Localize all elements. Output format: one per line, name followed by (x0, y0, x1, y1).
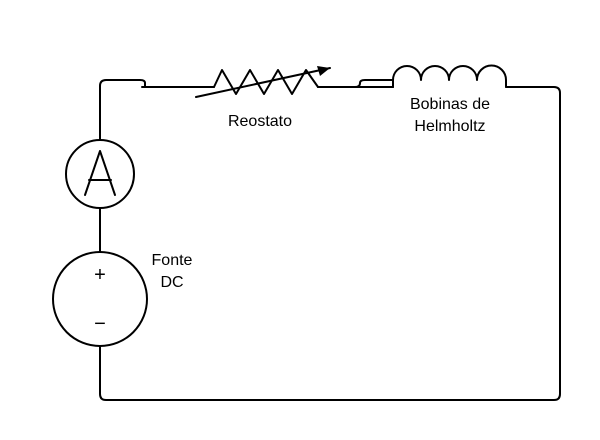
helmholtz-coils-inductor (392, 64, 507, 88)
rheostat-label: Reostato (227, 113, 293, 130)
dc-source-minus-sign: − (94, 313, 106, 335)
helmholtz-coils-label-line1: Bobinas de (409, 96, 491, 113)
dc-source-label-line1: Fonte (151, 252, 193, 269)
ammeter-circle (65, 139, 135, 209)
dc-source-circle (52, 251, 148, 347)
dc-source-label-line2: DC (160, 274, 184, 291)
ammeter-letter-a (84, 150, 116, 196)
helmholtz-coils-label-line2: Helmholtz (414, 118, 486, 135)
rheostat-arrow-line (195, 67, 331, 98)
dc-source-plus-sign: + (94, 264, 106, 286)
rheostat-arrow-head (317, 66, 330, 76)
wire-bend-right (317, 79, 394, 88)
rheostat-resistor-zigzag (213, 69, 319, 95)
